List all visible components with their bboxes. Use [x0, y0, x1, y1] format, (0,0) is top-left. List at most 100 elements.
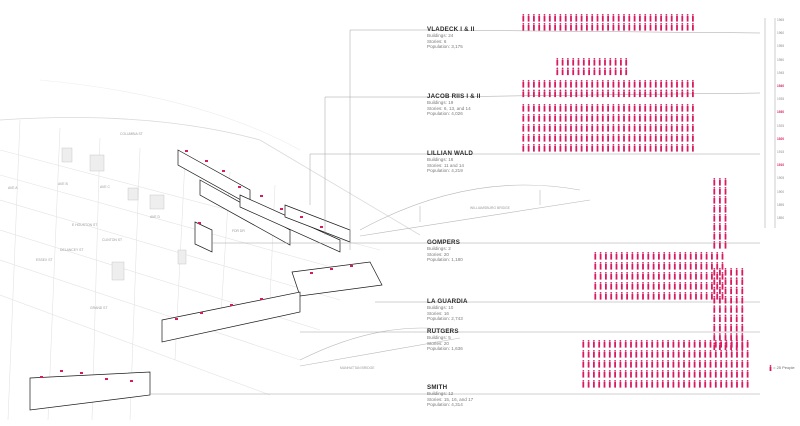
person-icon — [623, 80, 625, 88]
person-icon — [700, 272, 703, 280]
person-icon — [533, 14, 535, 22]
project-buildings: Buildings: 12 — [427, 391, 454, 396]
person-icon — [522, 80, 525, 88]
person-icon — [711, 252, 713, 260]
person-icon — [628, 144, 631, 152]
timeline-tick: 1905 — [777, 176, 785, 181]
person-icon — [724, 178, 727, 186]
person-icon — [596, 134, 599, 142]
person-icon — [522, 134, 525, 142]
person-icon — [688, 370, 691, 378]
person-icon — [556, 58, 559, 66]
person-icon — [665, 114, 668, 122]
person-icon — [626, 272, 628, 280]
person-icon — [736, 370, 738, 378]
person-icon — [724, 205, 727, 213]
person-icon — [704, 370, 707, 378]
person-icon — [651, 360, 654, 368]
person-icon — [612, 134, 615, 142]
person-icon — [630, 370, 632, 378]
person-icon — [665, 134, 668, 142]
person-icon — [647, 252, 650, 260]
person-icon — [548, 114, 551, 122]
person-icon — [570, 14, 572, 22]
person-icon — [644, 23, 647, 31]
person-icon — [735, 305, 738, 313]
person-icon — [692, 134, 694, 142]
person-icon — [619, 340, 622, 348]
person-icon — [620, 262, 623, 270]
person-icon — [626, 292, 628, 300]
person-icon — [730, 295, 732, 304]
person-icon — [686, 23, 689, 31]
person-icon — [714, 380, 717, 388]
person-icon — [582, 380, 585, 388]
person-icon — [670, 80, 673, 88]
person-icon — [610, 262, 613, 270]
person-icon — [667, 380, 669, 388]
person-icon — [607, 23, 609, 31]
person-icon — [741, 295, 744, 304]
street-label-manhattan: MANHATTAN BRIDGE — [340, 366, 375, 370]
person-icon — [699, 360, 701, 368]
person-icon — [719, 196, 721, 204]
person-icon — [614, 360, 616, 368]
person-icon — [741, 305, 744, 313]
bridges — [299, 184, 591, 367]
person-icon — [646, 370, 648, 378]
person-icon — [572, 58, 575, 66]
person-icon — [746, 370, 749, 378]
person-icon — [661, 350, 664, 358]
project-stories: Stories: 6, 13, and 14 — [427, 105, 471, 111]
person-icon — [668, 292, 671, 300]
person-icon — [596, 104, 599, 112]
person-icon — [724, 314, 727, 323]
person-icon — [623, 23, 625, 31]
person-icon — [719, 232, 721, 240]
project-name: VLADECK I & II — [427, 26, 475, 33]
person-icon — [636, 292, 639, 300]
person-icon — [543, 104, 546, 112]
person-icon — [730, 323, 732, 332]
person-icon — [559, 114, 562, 122]
person-icon — [586, 23, 588, 31]
person-icon — [686, 144, 689, 152]
person-icon — [601, 134, 604, 142]
person-icon — [631, 282, 634, 290]
person-icon — [656, 350, 659, 358]
person-icon — [561, 67, 564, 76]
person-icon — [700, 262, 703, 270]
person-icon — [681, 134, 684, 142]
person-icon — [667, 360, 669, 368]
person-icon — [587, 340, 590, 348]
person-icon — [644, 144, 647, 152]
person-icon — [617, 80, 620, 88]
person-icon — [709, 360, 712, 368]
person-icon — [661, 360, 664, 368]
person-icon — [695, 272, 697, 280]
person-icon — [652, 282, 655, 290]
timeline-tick: 1890 — [777, 216, 785, 220]
person-icon — [683, 380, 685, 388]
person-icon — [624, 360, 627, 368]
person-icon — [605, 292, 607, 300]
person-icon — [628, 104, 631, 112]
person-icon — [711, 282, 713, 290]
person-icon — [649, 89, 652, 98]
person-icon — [646, 380, 648, 388]
person-icon — [582, 350, 585, 358]
person-icon — [736, 360, 738, 368]
person-icon — [721, 292, 724, 300]
person-icon — [636, 252, 639, 260]
person-icon — [608, 350, 611, 358]
person-icon — [617, 114, 620, 122]
person-icon — [608, 380, 611, 388]
person-icon — [628, 89, 631, 98]
person-icon — [735, 333, 738, 341]
person-icon — [656, 340, 659, 348]
person-icon — [599, 292, 602, 300]
person-icon — [640, 350, 643, 358]
person-icon — [575, 104, 578, 112]
person-icon — [538, 89, 541, 98]
person-icon — [554, 134, 556, 142]
